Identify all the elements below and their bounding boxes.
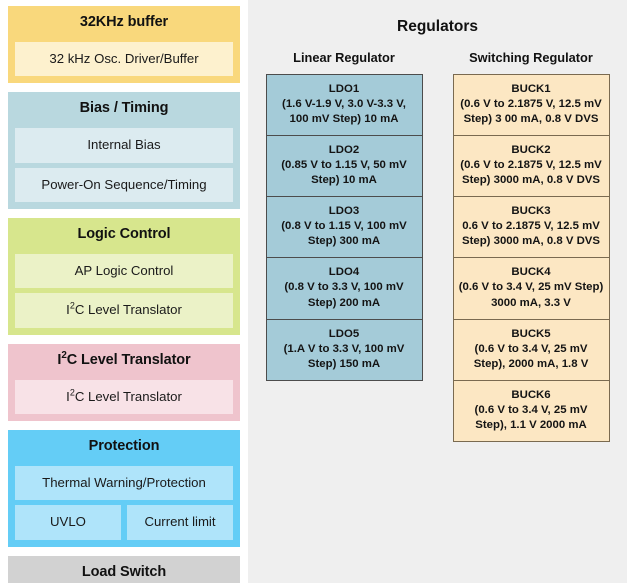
regulator-name: LDO5: [328, 327, 360, 340]
regulator-item-buck4: BUCK4 (0.6 V to 3.4 V, 25 mV Step) 3000 m…: [453, 258, 609, 320]
regulator-name: LDO4: [328, 266, 360, 279]
regulator-item-buck6: BUCK6 (0.6 V to 3.4 V, 25 mV Step), 1.1 V…: [453, 380, 609, 441]
regulators-title: Regulators: [397, 18, 478, 35]
regulator-name: LDO2: [328, 144, 360, 157]
regulator-item-ldo5: LDO5 (1.A V to 3.3 V, 100 mV Step) 150 mA: [266, 319, 422, 380]
regulator-item-ldo1: LDO1 (1.6 V-1.9 V, 3.0 V-3.3 V, 100 mV St…: [266, 75, 422, 137]
block-load-switch: Load Switch400 mA Load Switch: [8, 555, 240, 583]
block-title-bias-timing: Bias / Timing: [79, 100, 169, 117]
regulator-spec: (0.8 V to 3.3 V, 100 mV Step) 200 mA: [284, 281, 404, 309]
block-32khz-buffer: 32KHz buffer 32 kHz Osc. Driver/Buffer: [8, 6, 240, 84]
regulator-spec: 0.6 V to 2.1875 V, 12.5 mV Step) 3000 mA…: [461, 220, 600, 248]
sub-block: AP Logic Control: [15, 253, 233, 289]
regulator-name: BUCK2: [511, 144, 551, 157]
stack-switching-regulator: BUCK1 (0.6 V to 2.1875 V, 12.5 mV Step) 3…: [452, 74, 610, 442]
regulator-spec: (1.6 V-1.9 V, 3.0 V-3.3 V, 100 mV Step) …: [282, 98, 406, 126]
regulator-spec: (0.8 V to 1.15 V, 100 mV Step) 300 mA: [281, 220, 407, 248]
block-title-protection: Protection: [88, 438, 160, 454]
sub-block: I2C Level Translator: [15, 379, 233, 414]
block-title-i2c-level-translator: I2C Level Translator: [57, 349, 191, 368]
regulator-spec: (0.6 V to 3.4 V, 25 mV Step), 1.1 V 2000…: [474, 403, 588, 431]
sub-block: Internal Bias: [15, 128, 233, 163]
regulator-name: BUCK3: [511, 205, 551, 218]
sub-block: Power-On Sequence/Timing: [15, 167, 233, 202]
regulator-item-buck3: BUCK3 0.6 V to 2.1875 V, 12.5 mV Step) 30…: [453, 197, 609, 259]
block-row: I2C Level Translator: [15, 379, 233, 414]
column-title-switching-regulator: Switching Regulator: [469, 50, 593, 65]
regulator-name: BUCK5: [511, 327, 551, 340]
block-title-32khz-buffer: 32KHz buffer: [79, 14, 169, 30]
regulator-spec: (1.A V to 3.3 V, 100 mV Step) 150 mA: [283, 342, 405, 370]
block-row: Power-On Sequence/Timing: [15, 167, 233, 202]
block-row: AP Logic Control: [15, 253, 233, 289]
sub-block: Thermal Warning/Protection: [15, 465, 233, 501]
sub-block: Current limit: [127, 505, 233, 540]
regulator-name: LDO1: [328, 83, 360, 95]
regulator-name: BUCK4: [511, 266, 551, 279]
block-row: I2C Level Translator: [15, 293, 233, 328]
regulator-item-buck1: BUCK1 (0.6 V to 2.1875 V, 12.5 mV Step) 3…: [453, 75, 609, 137]
sub-block: I2C Level Translator: [15, 293, 233, 328]
regulator-name: BUCK1: [511, 83, 551, 95]
regulator-item-ldo2: LDO2 (0.85 V to 1.15 V, 50 mV Step) 10 mA: [266, 136, 422, 198]
regulator-name: LDO3: [328, 205, 360, 218]
sub-block: UVLO: [15, 505, 121, 540]
block-title-load-switch: Load Switch: [81, 563, 167, 580]
block-row: Thermal Warning/Protection: [15, 465, 233, 501]
regulator-item-ldo4: LDO4 (0.8 V to 3.3 V, 100 mV Step) 200 mA: [266, 258, 422, 320]
regulator-spec: (0.6 V to 2.1875 V, 12.5 mV Step) 3 00 m…: [460, 98, 602, 126]
stack-linear-regulator: LDO1 (1.6 V-1.9 V, 3.0 V-3.3 V, 100 mV St…: [265, 74, 423, 381]
regulator-spec: (0.6 V to 3.4 V, 25 mV Step), 2000 mA, 1…: [473, 342, 589, 370]
regulator-item-ldo3: LDO3 (0.8 V to 1.15 V, 100 mV Step) 300 m…: [266, 197, 422, 259]
regulator-spec: (0.6 V to 2.1875 V, 12.5 mV Step) 3000 m…: [460, 159, 602, 187]
regulator-item-buck2: BUCK2 (0.6 V to 2.1875 V, 12.5 mV Step) 3…: [453, 136, 609, 198]
block-row: Internal Bias: [15, 128, 233, 163]
regulator-spec: (0.6 V to 3.4 V, 25 mV Step) 3000 mA, 3.…: [458, 281, 604, 309]
block-row: 32 kHz Osc. Driver/Buffer: [15, 41, 233, 77]
block-title-logic-control: Logic Control: [77, 226, 171, 242]
regulator-name: BUCK6: [511, 388, 551, 401]
column-title-linear-regulator: Linear Regulator: [293, 50, 395, 65]
regulator-item-buck5: BUCK5 (0.6 V to 3.4 V, 25 mV Step), 2000 …: [453, 319, 609, 381]
regulator-spec: (0.85 V to 1.15 V, 50 mV Step) 10 mA: [281, 159, 407, 187]
sub-block: 32 kHz Osc. Driver/Buffer: [15, 41, 233, 77]
